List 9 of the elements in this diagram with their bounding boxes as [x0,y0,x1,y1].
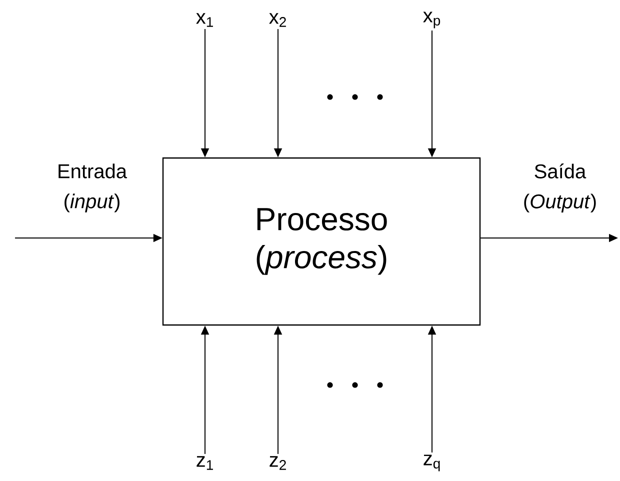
edge-label: Saída (Output) [524,164,596,212]
variable-label: x$_{p}$ [423,12,440,28]
process-box: Processo (process) [162,157,481,326]
variable-label: z$_{1}$ [196,456,213,470]
edge-label: Entrada (input) [58,164,128,212]
variable-label: x$_{2}$ [269,13,286,27]
variable-label: z$_{2}$ [270,456,286,470]
variable-label: x$_{1}$ [196,13,213,27]
variable-label: z$_{q}$ [424,454,440,472]
